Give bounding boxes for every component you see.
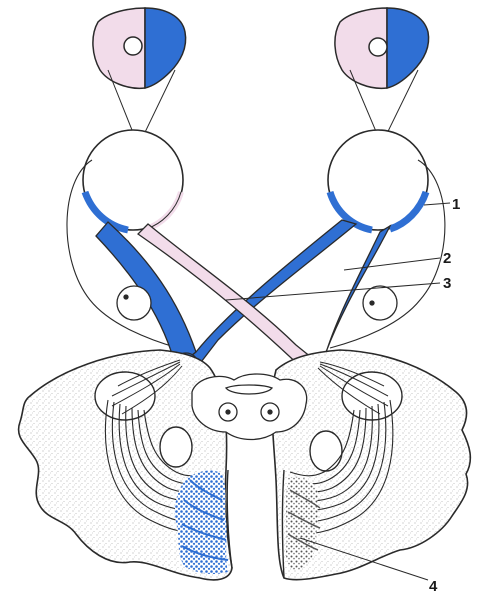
leader-line-2 <box>344 258 440 270</box>
right-eye <box>328 130 428 230</box>
callout-label-4: 4 <box>429 579 437 594</box>
left-visual-cortex <box>175 471 228 574</box>
callout-label-1: 1 <box>452 197 460 212</box>
left-eye <box>83 130 183 230</box>
leader-line-1 <box>424 203 450 205</box>
callout-label-2: 2 <box>443 251 451 266</box>
callout-label-3: 3 <box>443 276 451 291</box>
